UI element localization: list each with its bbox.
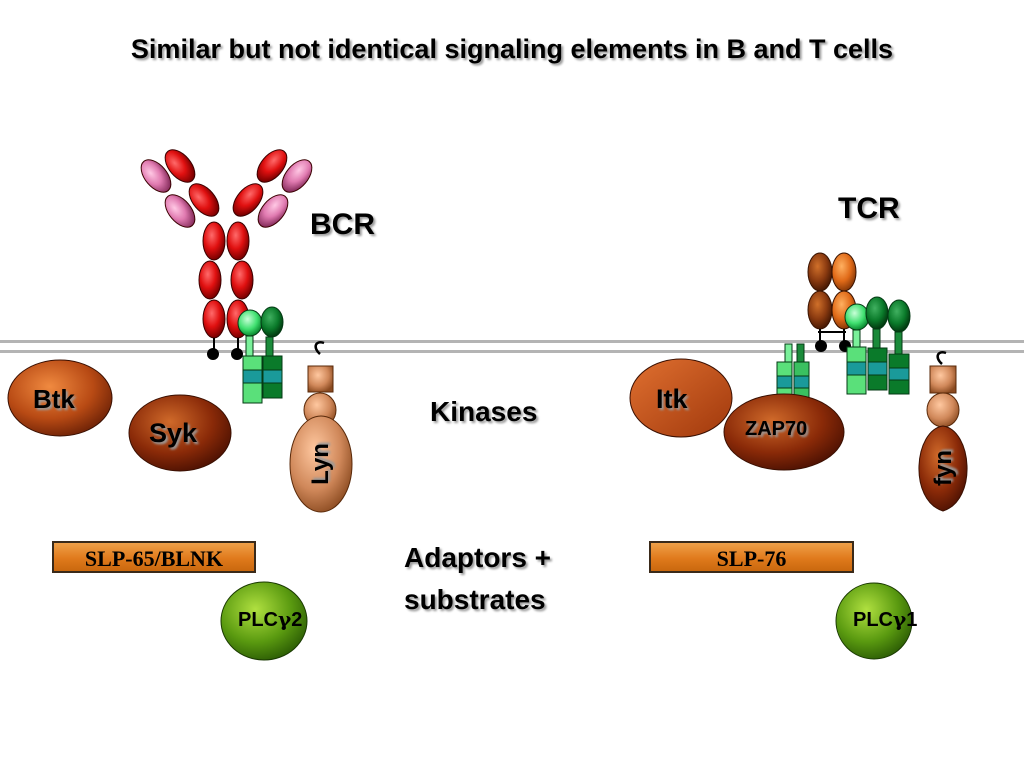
plcg1-label: PLCγ1	[853, 607, 917, 632]
cell-membrane	[0, 340, 1024, 353]
itk-label: Itk	[656, 384, 688, 414]
adaptors-label-line1: Adaptors +	[404, 542, 552, 573]
bcr-anchors	[207, 338, 243, 360]
slp65-blnk-bar: SLP-65/BLNK	[52, 541, 256, 573]
plcg1-shape	[835, 582, 913, 660]
lyn-kinase-shape	[289, 341, 353, 513]
bcr-label: BCR	[310, 208, 375, 241]
bcr-coreceptor	[237, 306, 284, 404]
syk-label: Syk	[149, 418, 198, 448]
plcg1-greek: γ	[893, 607, 907, 631]
plcg1-prefix: PLC	[853, 609, 893, 631]
zap70-label: ZAP70	[745, 418, 808, 440]
btk-shape	[7, 359, 113, 437]
fyn-label: fyn	[930, 450, 957, 486]
kinases-label: Kinases	[430, 396, 538, 427]
plcg2-shape	[220, 581, 308, 661]
syk-shape	[128, 394, 232, 472]
plcg2-label: PLCγ2	[238, 607, 302, 632]
adaptors-label-line2: substrates	[404, 584, 546, 615]
tcr-coreceptors	[776, 296, 911, 403]
plcg2-prefix: PLC	[238, 609, 278, 631]
plcg1-suffix: 1	[906, 609, 918, 631]
bcr-receptor	[140, 149, 313, 339]
fyn-kinase-shape	[918, 351, 968, 512]
tcr-receptor	[807, 252, 857, 330]
btk-label: Btk	[33, 384, 75, 414]
slp76-bar: SLP-76	[649, 541, 854, 573]
plcg2-greek: γ	[278, 607, 292, 631]
tcr-anchors	[815, 329, 851, 352]
slide-title: Similar but not identical signaling elem…	[130, 34, 894, 64]
plcg2-suffix: 2	[291, 609, 303, 631]
itk-shape	[629, 358, 733, 438]
lyn-label: Lyn	[307, 443, 334, 485]
tcr-label: TCR	[838, 192, 900, 225]
zap70-shape	[723, 393, 845, 471]
